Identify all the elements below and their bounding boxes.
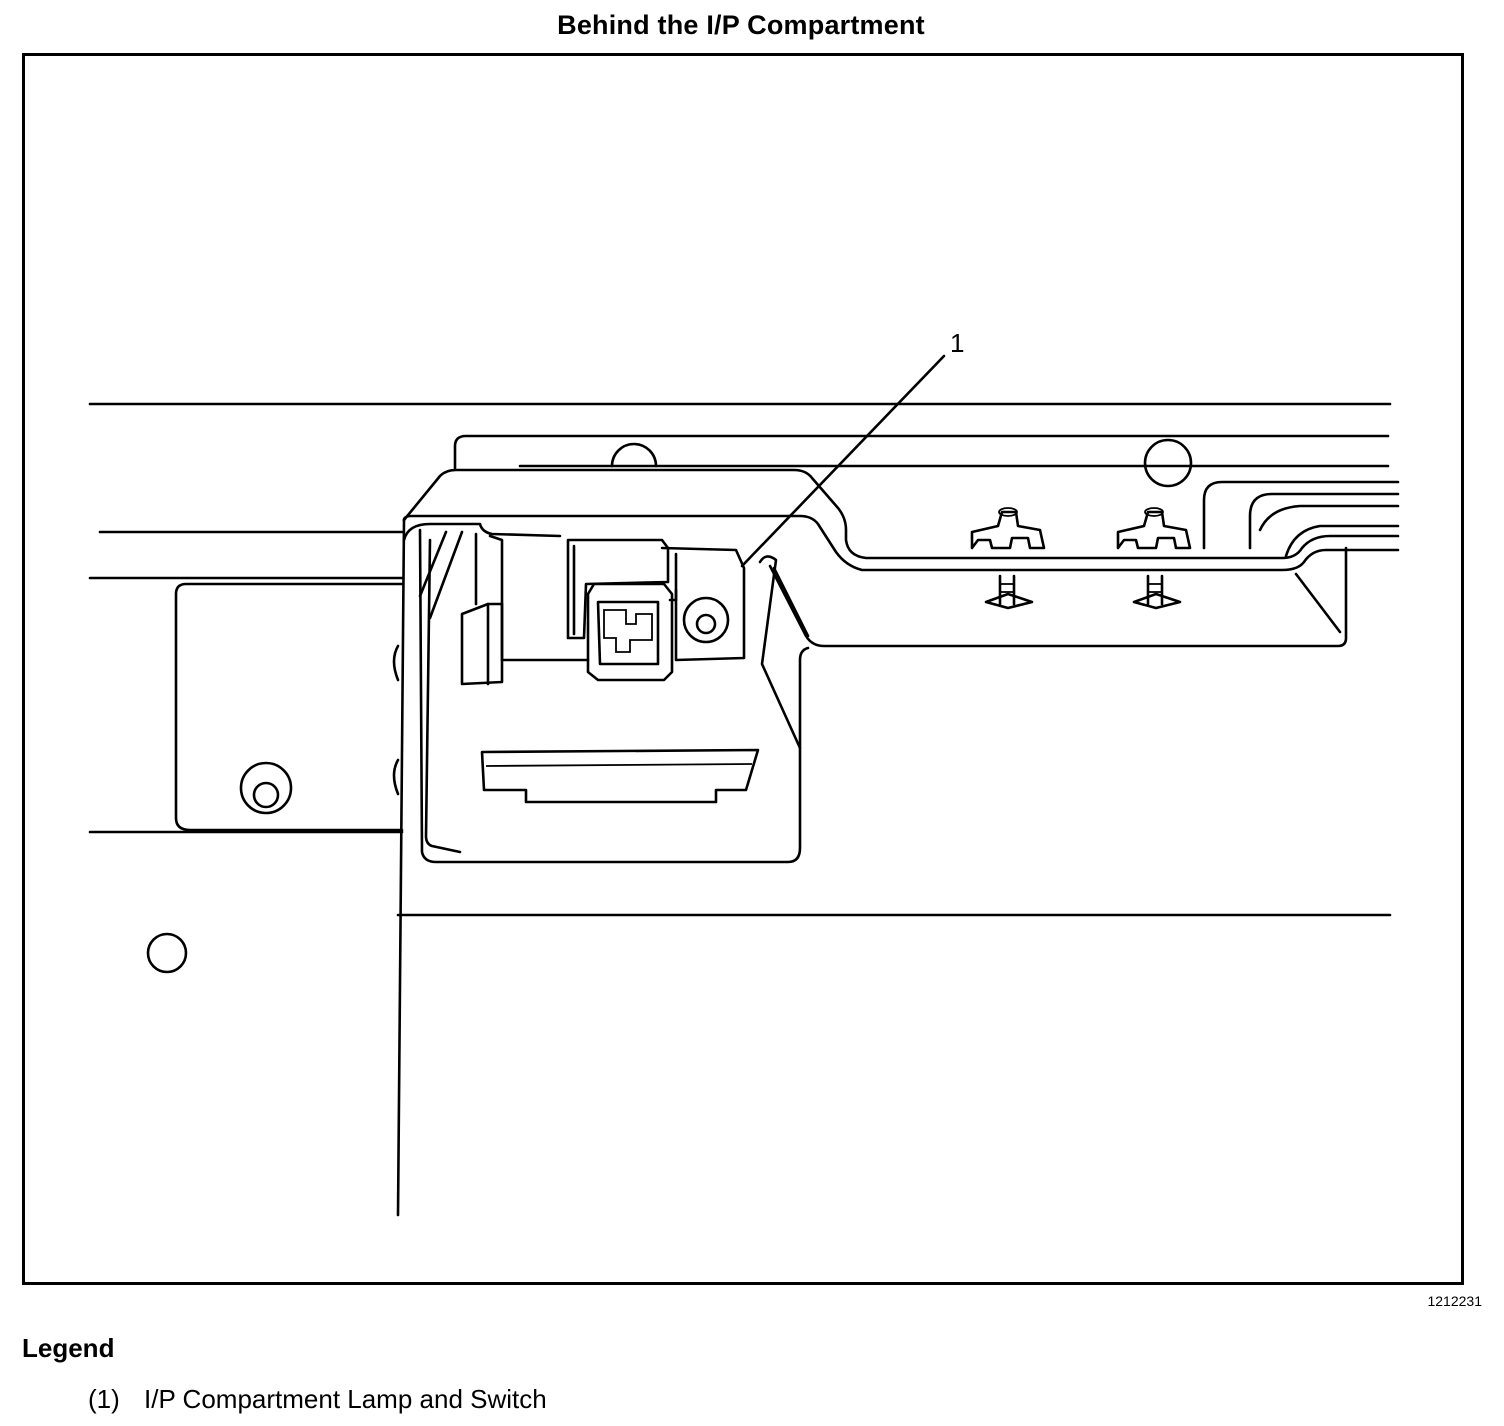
top-bump-left [610, 442, 658, 468]
switch-plunger-base [682, 596, 730, 644]
cavity-top [402, 522, 562, 542]
retainer-clip-left [970, 507, 1046, 550]
lamp-and-switch-assembly [566, 538, 746, 682]
cavity-inner-left [424, 538, 462, 854]
legend-heading: Legend [22, 1333, 115, 1363]
cavity-diagonal-1 [418, 530, 448, 598]
lamp-housing [566, 538, 670, 640]
cavity-back-wall [488, 534, 590, 662]
upper-band-line [453, 434, 1390, 470]
cavity-outline [418, 528, 810, 864]
switch-plunger [695, 613, 717, 635]
cavity-diagonal-2 [428, 530, 464, 620]
screw-right [1132, 574, 1182, 610]
side-bump-lower [392, 758, 400, 796]
ledge-bevel [1294, 572, 1342, 634]
legend-item-label: I/P Compartment Lamp and Switch [144, 1384, 547, 1414]
figure-id: 1212231 [1427, 1293, 1482, 1309]
figure-frame [22, 53, 1464, 1285]
switch-body [660, 546, 746, 662]
housing-inner-outline [402, 514, 1400, 572]
ledge-outline [768, 546, 1348, 648]
housing-top-outline [402, 468, 1400, 560]
legend-item-number: (1) [88, 1384, 120, 1414]
cavity-right-wall [758, 555, 802, 750]
connector-terminal [603, 609, 653, 653]
connector-face [596, 600, 660, 666]
compartment-side-edge [396, 518, 406, 1217]
rib-middle [1248, 492, 1400, 550]
panel-hole [146, 932, 188, 974]
legend-item: (1) I/P Compartment Lamp and Switch [88, 1384, 547, 1415]
ledge-bevel-left [772, 566, 810, 638]
rib-inner-2 [1284, 524, 1400, 558]
retainer-clip-right [1116, 507, 1192, 550]
rib-inner [1258, 504, 1400, 532]
left-bracket-plate [174, 582, 404, 832]
screw-left [984, 574, 1034, 610]
connector-body [586, 582, 674, 682]
wedge-block [460, 602, 504, 686]
side-bump-upper [392, 644, 400, 682]
diagram-title: Behind the I/P Compartment [557, 10, 925, 40]
bracket-hole-inner [252, 781, 280, 809]
bracket-hole-outer [239, 761, 293, 815]
top-hole-right [1143, 438, 1193, 488]
slot-inner-line [485, 763, 753, 767]
callout-1-label: 1 [950, 328, 964, 358]
compartment-slot [480, 748, 760, 804]
callout-1-leader [740, 354, 946, 568]
rib-outer [1202, 480, 1400, 550]
